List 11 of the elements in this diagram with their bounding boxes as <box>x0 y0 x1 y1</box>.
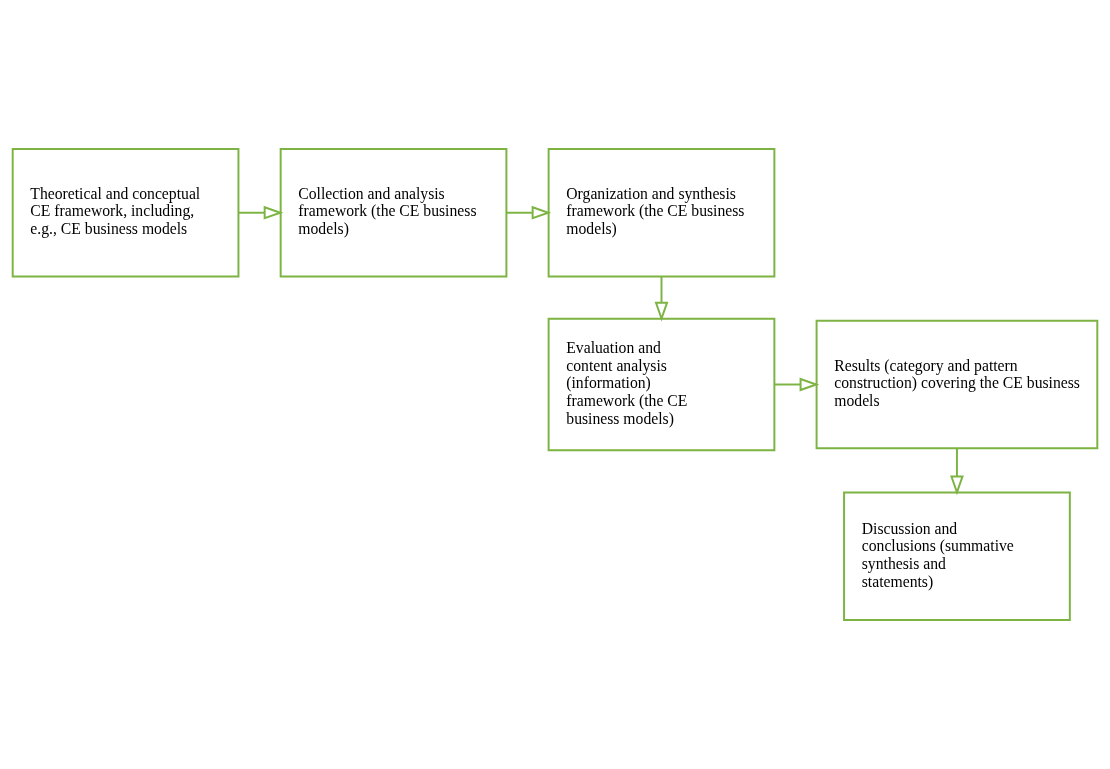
node-box: Organization and synthesis framework (the CE business models) <box>547 147 776 278</box>
node-box: Collection and analysis framework (the CE business models) <box>279 147 508 278</box>
node-box: Discussion and conclusions (summative synthesis and statements) <box>843 491 1071 622</box>
arrow <box>773 377 820 392</box>
node-box: Theoretical and conceptual CE framework, including, e.g., CE business models <box>11 147 240 278</box>
arrow <box>654 275 669 322</box>
arrow <box>950 447 964 496</box>
arrow <box>505 205 552 220</box>
node-box: Results (category and pattern construction) covering the CE business models <box>815 319 1099 450</box>
node-box: Evaluation and content analysis (information) framework (the CE business models) <box>547 317 776 452</box>
arrow <box>237 205 284 220</box>
